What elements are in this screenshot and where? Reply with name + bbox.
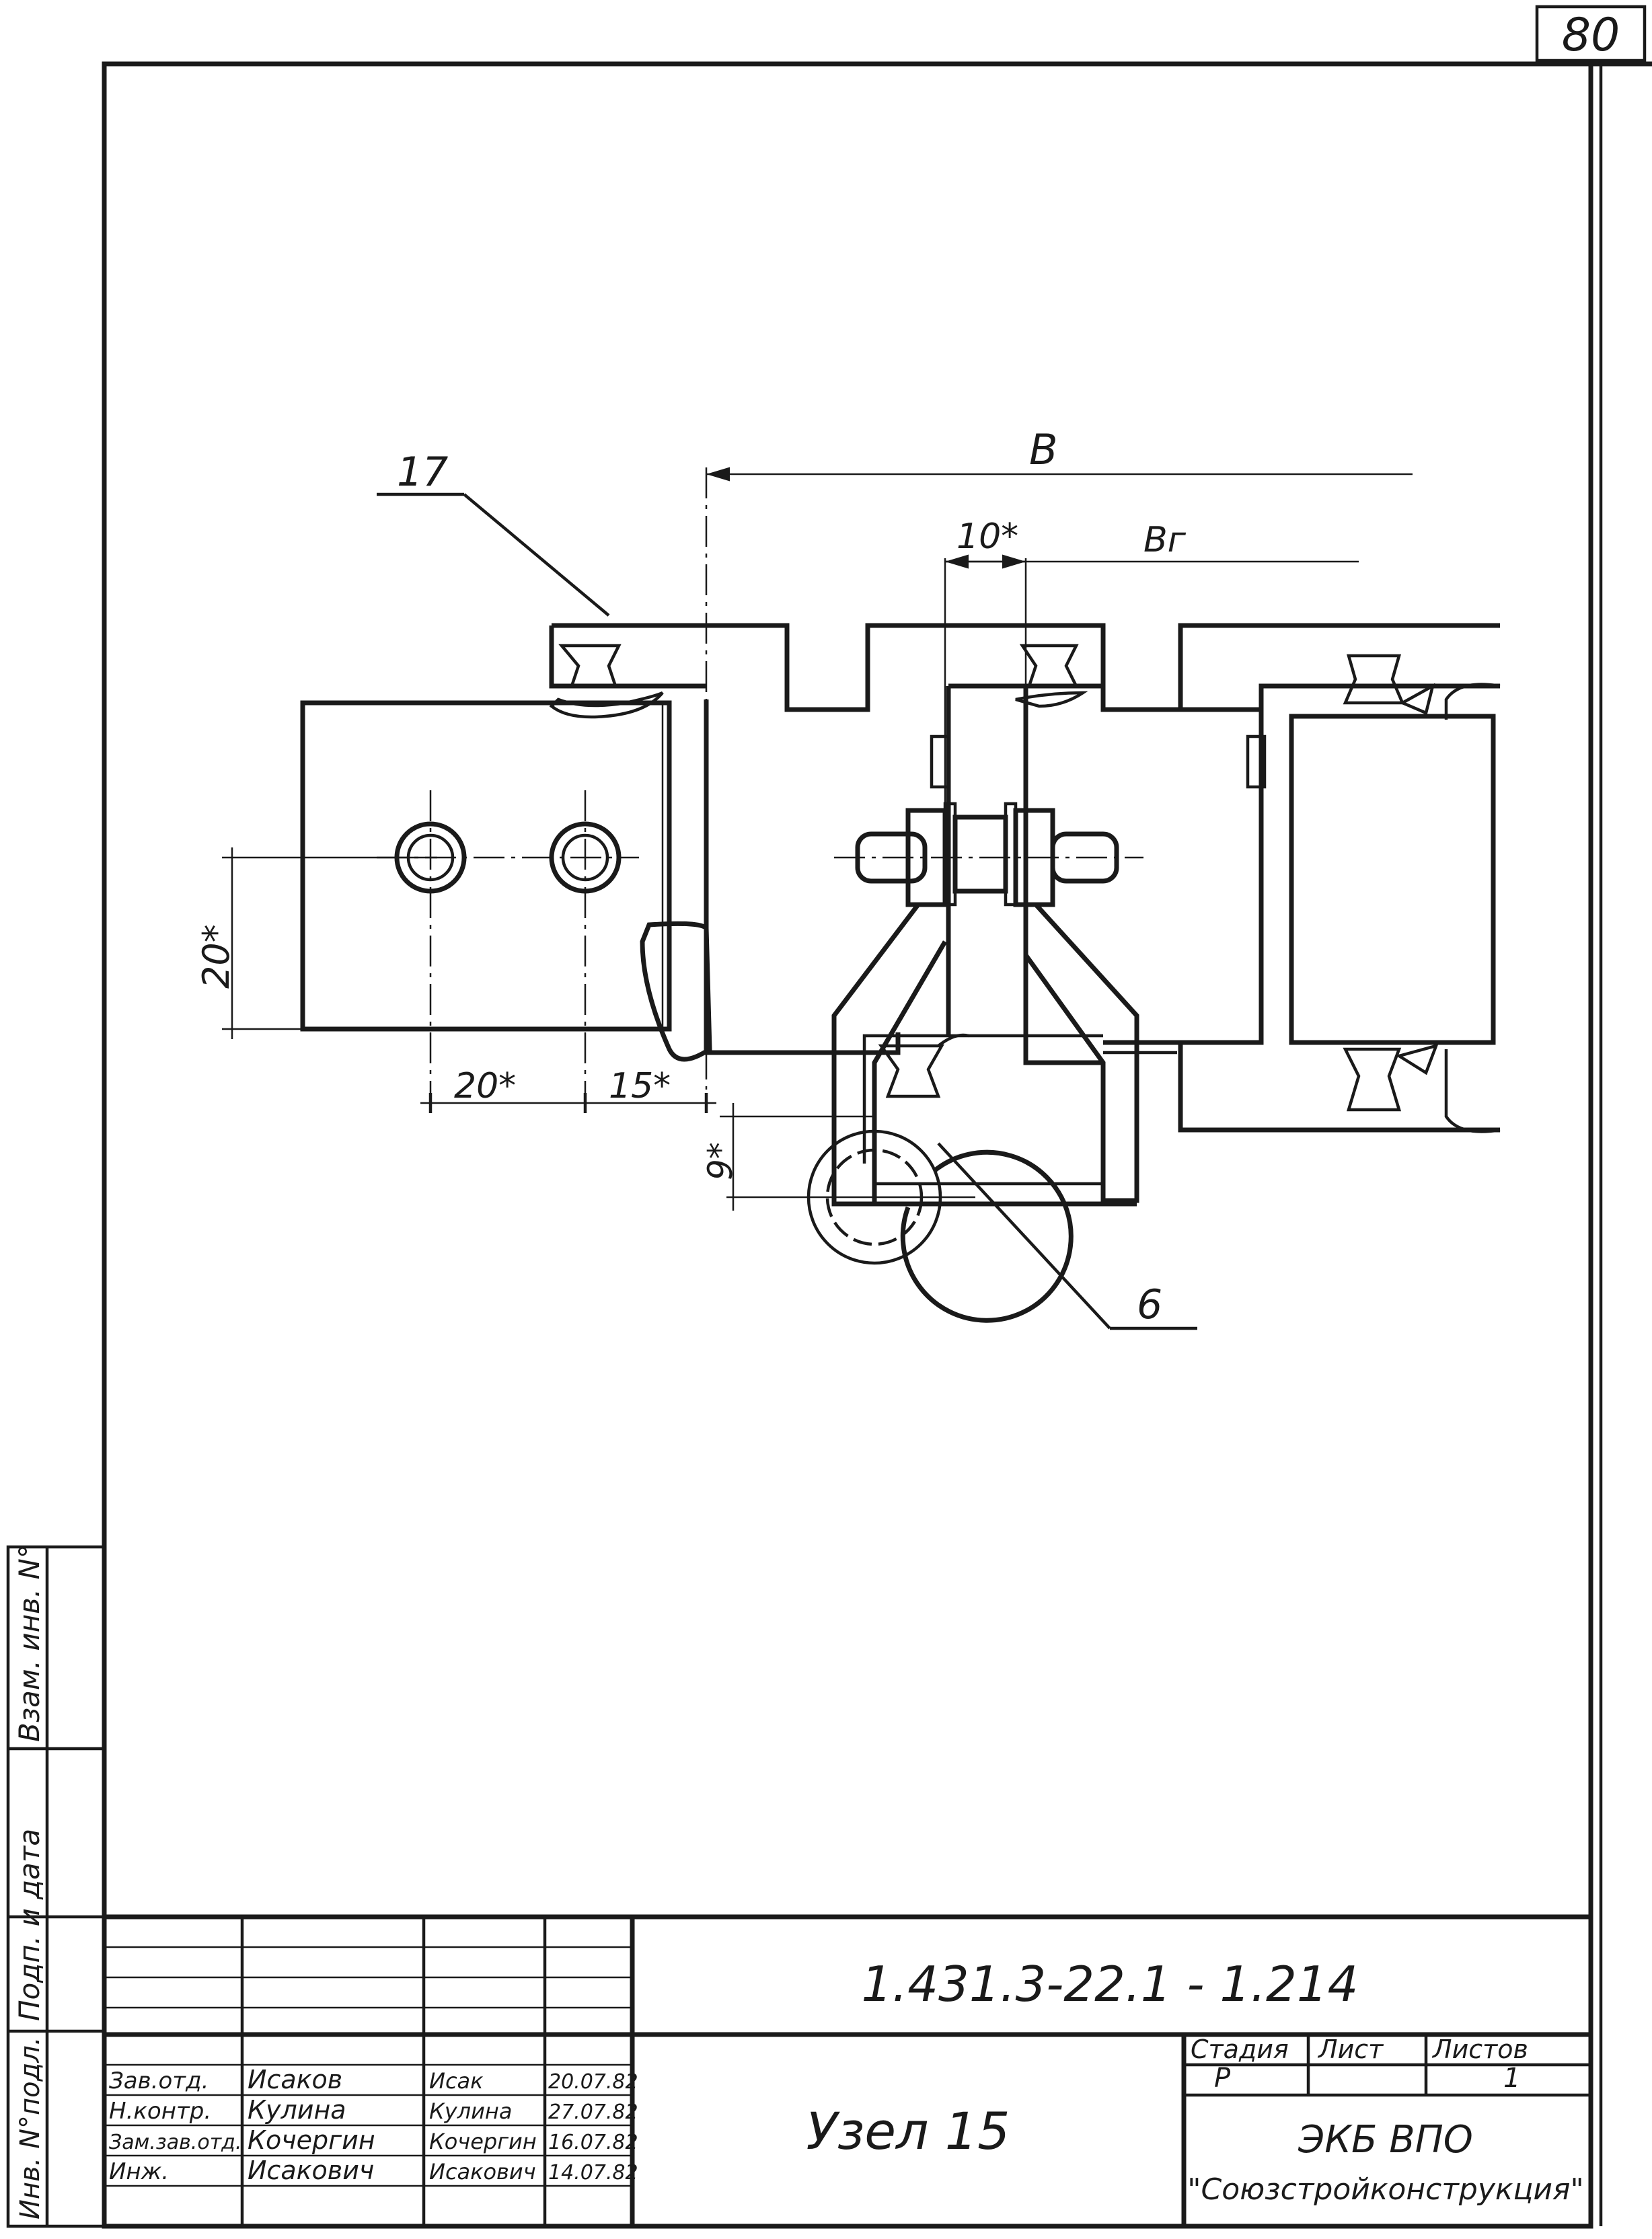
hinge-roll — [900, 1149, 1074, 1323]
sheets-value: 1 — [1503, 2063, 1520, 2094]
staff-role: Инж. — [109, 2158, 169, 2185]
staff-role: Зав.отд. — [109, 2067, 209, 2094]
dim-hole-spacing: 20* — [454, 1066, 516, 1106]
staff-row: Зам.зав.отд. Кочергин Кочергин 16.07.82 — [109, 2125, 638, 2155]
dim-seal-offset: 10* — [956, 517, 1018, 557]
left-block — [300, 700, 712, 1103]
hinge-bracket — [726, 903, 1139, 1323]
staff-role: Зам.зав.отд. — [109, 2131, 241, 2154]
staff-row: Н.контр. Кулина Кулина 27.07.82 — [109, 2095, 638, 2125]
staff-name: Кочергин — [248, 2125, 375, 2155]
organization-line-1: ЭКБ ВПО — [1298, 2118, 1473, 2162]
inv-no-label: Инв. N°подл. — [15, 2037, 46, 2219]
staff-name: Кулина — [248, 2095, 346, 2125]
dimensions: B 10* Bг 20* 20* 15* 9* — [195, 425, 1413, 1211]
dim-overall-width: B — [1029, 425, 1058, 474]
stage-value: Р — [1214, 2063, 1231, 2094]
staff-date: 14.07.82 — [548, 2161, 638, 2185]
dim-gap-width: Bг — [1143, 520, 1187, 560]
staff-signature: Кулина — [429, 2098, 512, 2124]
callouts: 17 6 — [377, 449, 1197, 1330]
insulation-block — [1289, 683, 1501, 1133]
organization-line-2: "Союзстройконструкция" — [1187, 2172, 1583, 2207]
sheets-header: Листов — [1431, 2035, 1528, 2064]
staff-role: Н.контр. — [109, 2098, 211, 2125]
staff-signature: Исак — [429, 2068, 484, 2094]
sheet-header: Лист — [1317, 2035, 1384, 2064]
sheet-number: 80 — [1562, 9, 1620, 62]
sheet-number-box — [1535, 5, 1647, 63]
stage-header: Стадия — [1191, 2035, 1289, 2064]
staff-name: Исакович — [248, 2156, 374, 2185]
staff-date: 16.07.82 — [548, 2131, 638, 2154]
drawing-designation: 1.431.3-22.1 - 1.214 — [862, 1956, 1359, 2012]
bolt-assembly — [834, 802, 1143, 907]
sign-date-label: Подп. и дата — [13, 1829, 46, 2021]
staff-signature: Исакович — [429, 2159, 536, 2185]
title-block: 1.431.3-22.1 - 1.214 Узел 15 Стадия Лист… — [104, 1914, 1591, 2226]
node-drawing: B 10* Bг 20* 20* 15* 9* — [195, 425, 1501, 1330]
staff-date: 20.07.82 — [548, 2070, 638, 2094]
staff-date: 27.07.82 — [548, 2100, 638, 2124]
dim-hole-to-edge: 15* — [609, 1066, 671, 1106]
dim-hole-height: 20* — [195, 924, 237, 989]
drawing-title: Узел 15 — [806, 2101, 1010, 2161]
side-stamp: Взам. инв. N° Подп. и дата Инв. N°подл. — [6, 1544, 106, 2228]
staff-row: Инж. Исакович Исакович 14.07.82 — [109, 2156, 638, 2185]
staff-name: Исаков — [248, 2065, 342, 2094]
staff-row: Зав.отд. Исаков Исак 20.07.82 — [109, 2065, 638, 2094]
replaces-inv-label: Взам. инв. N° — [13, 1544, 46, 1742]
dim-hinge-offset: 9* — [701, 1142, 740, 1180]
staff-signature: Кочергин — [429, 2129, 537, 2154]
sheet-frame: 80 — [102, 5, 1652, 2229]
callout-seal-profile: 17 — [397, 449, 448, 496]
callout-hinge: 6 — [1137, 1281, 1162, 1328]
